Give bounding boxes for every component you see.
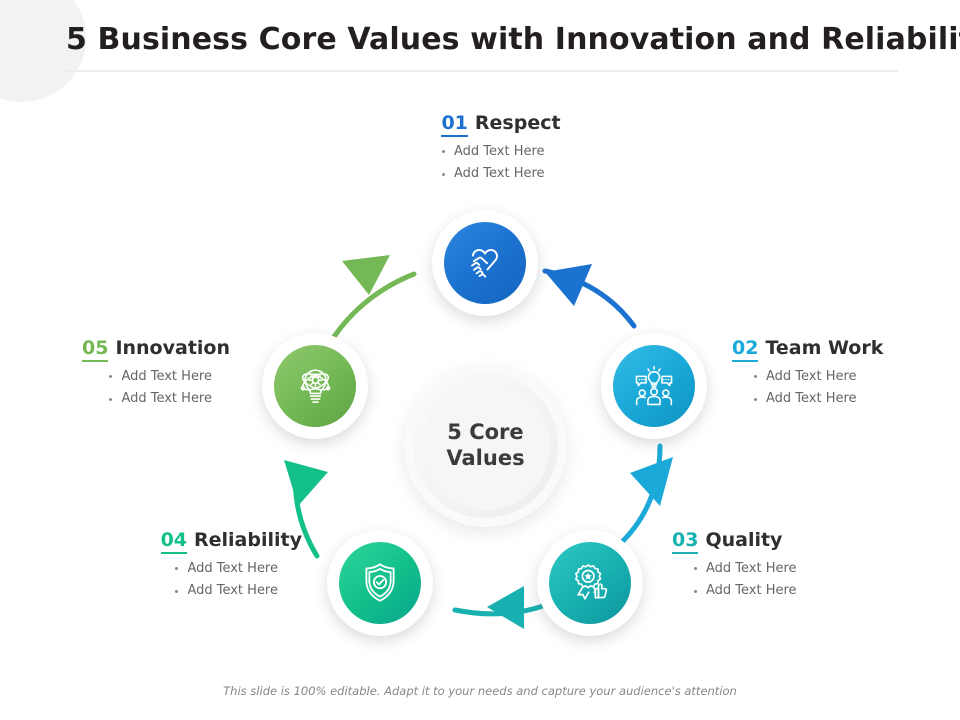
bullet-text: Add Text Here — [121, 368, 212, 384]
list-item: Add Text Here — [30, 366, 212, 388]
bullet-dot-icon — [694, 589, 697, 593]
list-item: Add Text Here — [754, 388, 942, 410]
award-ribbon-thumbsup-icon — [575, 564, 608, 600]
node-innovation[interactable] — [262, 333, 368, 439]
bullet-dot-icon — [109, 375, 113, 379]
arrow-reliability-to-innovation — [284, 460, 328, 559]
list-item: Add Text Here — [30, 558, 278, 580]
label-innovation-number: 05 — [81, 338, 109, 362]
label-respect-title: Respect — [474, 112, 561, 134]
label-respect-head: 01 Respect — [396, 112, 606, 137]
arrow-respect-to-teamwork — [542, 264, 637, 329]
bullet-text: Add Text Here — [706, 560, 797, 576]
bullet-text: Add Text Here — [121, 391, 212, 407]
label-quality-bullets: Add Text Here Add Text Here — [672, 558, 882, 602]
node-teamwork-disc — [613, 345, 695, 427]
bullet-dot-icon — [442, 172, 445, 176]
bullet-text: Add Text Here — [766, 391, 857, 407]
bullet-dot-icon — [754, 375, 757, 379]
list-item: Add Text Here — [442, 141, 606, 163]
list-item: Add Text Here — [30, 580, 278, 602]
list-item: Add Text Here — [754, 366, 942, 388]
bullet-dot-icon — [694, 567, 697, 571]
label-respect-number: 01 — [441, 113, 468, 137]
center-hub-inner: 5 Core Values — [421, 381, 550, 510]
label-quality: 03 Quality Add Text Here Add Text Here — [672, 529, 882, 602]
slide-header: 5 Business Core Values with Innovation a… — [0, 0, 960, 74]
label-teamwork-title: Team Work — [765, 337, 884, 359]
label-teamwork: 02 Team Work Add Text Here Add Text Here — [732, 337, 942, 410]
center-hub: 5 Core Values — [404, 364, 567, 527]
footer-note: This slide is 100% editable. Adapt it to… — [223, 684, 737, 698]
title-divider — [62, 70, 898, 72]
label-teamwork-bullets: Add Text Here Add Text Here — [732, 366, 942, 410]
bullet-dot-icon — [754, 397, 757, 401]
node-reliability[interactable] — [327, 530, 433, 636]
node-quality[interactable] — [537, 530, 643, 636]
bullet-text: Add Text Here — [706, 583, 797, 599]
label-innovation: 05 Innovation Add Text Here Add Text Her… — [30, 337, 230, 410]
label-reliability-head: 04 Reliability — [30, 529, 302, 554]
cycle-arrows-group — [284, 255, 673, 629]
list-item: Add Text Here — [30, 388, 212, 410]
label-innovation-head: 05 Innovation — [30, 337, 230, 362]
bullet-dot-icon — [109, 397, 113, 401]
bullet-text: Add Text Here — [187, 583, 278, 599]
center-hub-label: 5 Core Values — [446, 419, 525, 470]
bullet-dot-icon — [175, 567, 179, 571]
label-respect: 01 Respect Add Text Here Add Text Here — [396, 112, 606, 185]
bullet-text: Add Text Here — [187, 560, 278, 576]
cycle-diagram: 5 Core Values — [0, 74, 960, 674]
node-respect[interactable] — [432, 210, 538, 316]
label-teamwork-number: 02 — [732, 338, 759, 362]
node-respect-disc — [444, 222, 526, 304]
handshake-icon — [471, 249, 498, 278]
bullet-text: Add Text Here — [766, 368, 857, 384]
node-innovation-disc — [274, 345, 356, 427]
label-innovation-bullets: Add Text Here Add Text Here — [30, 366, 230, 410]
bullet-text: Add Text Here — [454, 166, 545, 182]
bullet-dot-icon — [175, 589, 179, 593]
list-item: Add Text Here — [442, 163, 606, 185]
label-innovation-title: Innovation — [115, 337, 230, 359]
team-lightbulb-icon — [635, 365, 673, 406]
label-quality-head: 03 Quality — [672, 529, 882, 554]
shield-check-icon — [365, 563, 395, 602]
arrow-innovation-to-respect — [324, 255, 417, 351]
label-reliability: 04 Reliability Add Text Here Add Text He… — [30, 529, 302, 602]
bullet-text: Add Text Here — [454, 143, 545, 159]
arrow-teamwork-to-quality — [619, 443, 673, 545]
page-title: 5 Business Core Values with Innovation a… — [66, 22, 960, 57]
node-quality-disc — [549, 542, 631, 624]
node-teamwork[interactable] — [601, 333, 707, 439]
list-item: Add Text Here — [694, 558, 882, 580]
label-quality-number: 03 — [672, 530, 699, 554]
label-reliability-number: 04 — [160, 530, 188, 554]
list-item: Add Text Here — [694, 580, 882, 602]
bullet-dot-icon — [442, 150, 445, 154]
label-respect-bullets: Add Text Here Add Text Here — [396, 141, 606, 185]
lightbulb-gear-atom-icon — [300, 368, 330, 403]
node-reliability-disc — [339, 542, 421, 624]
label-teamwork-head: 02 Team Work — [732, 337, 942, 362]
label-quality-title: Quality — [705, 529, 783, 551]
label-reliability-bullets: Add Text Here Add Text Here — [30, 558, 302, 602]
label-reliability-title: Reliability — [194, 529, 302, 551]
